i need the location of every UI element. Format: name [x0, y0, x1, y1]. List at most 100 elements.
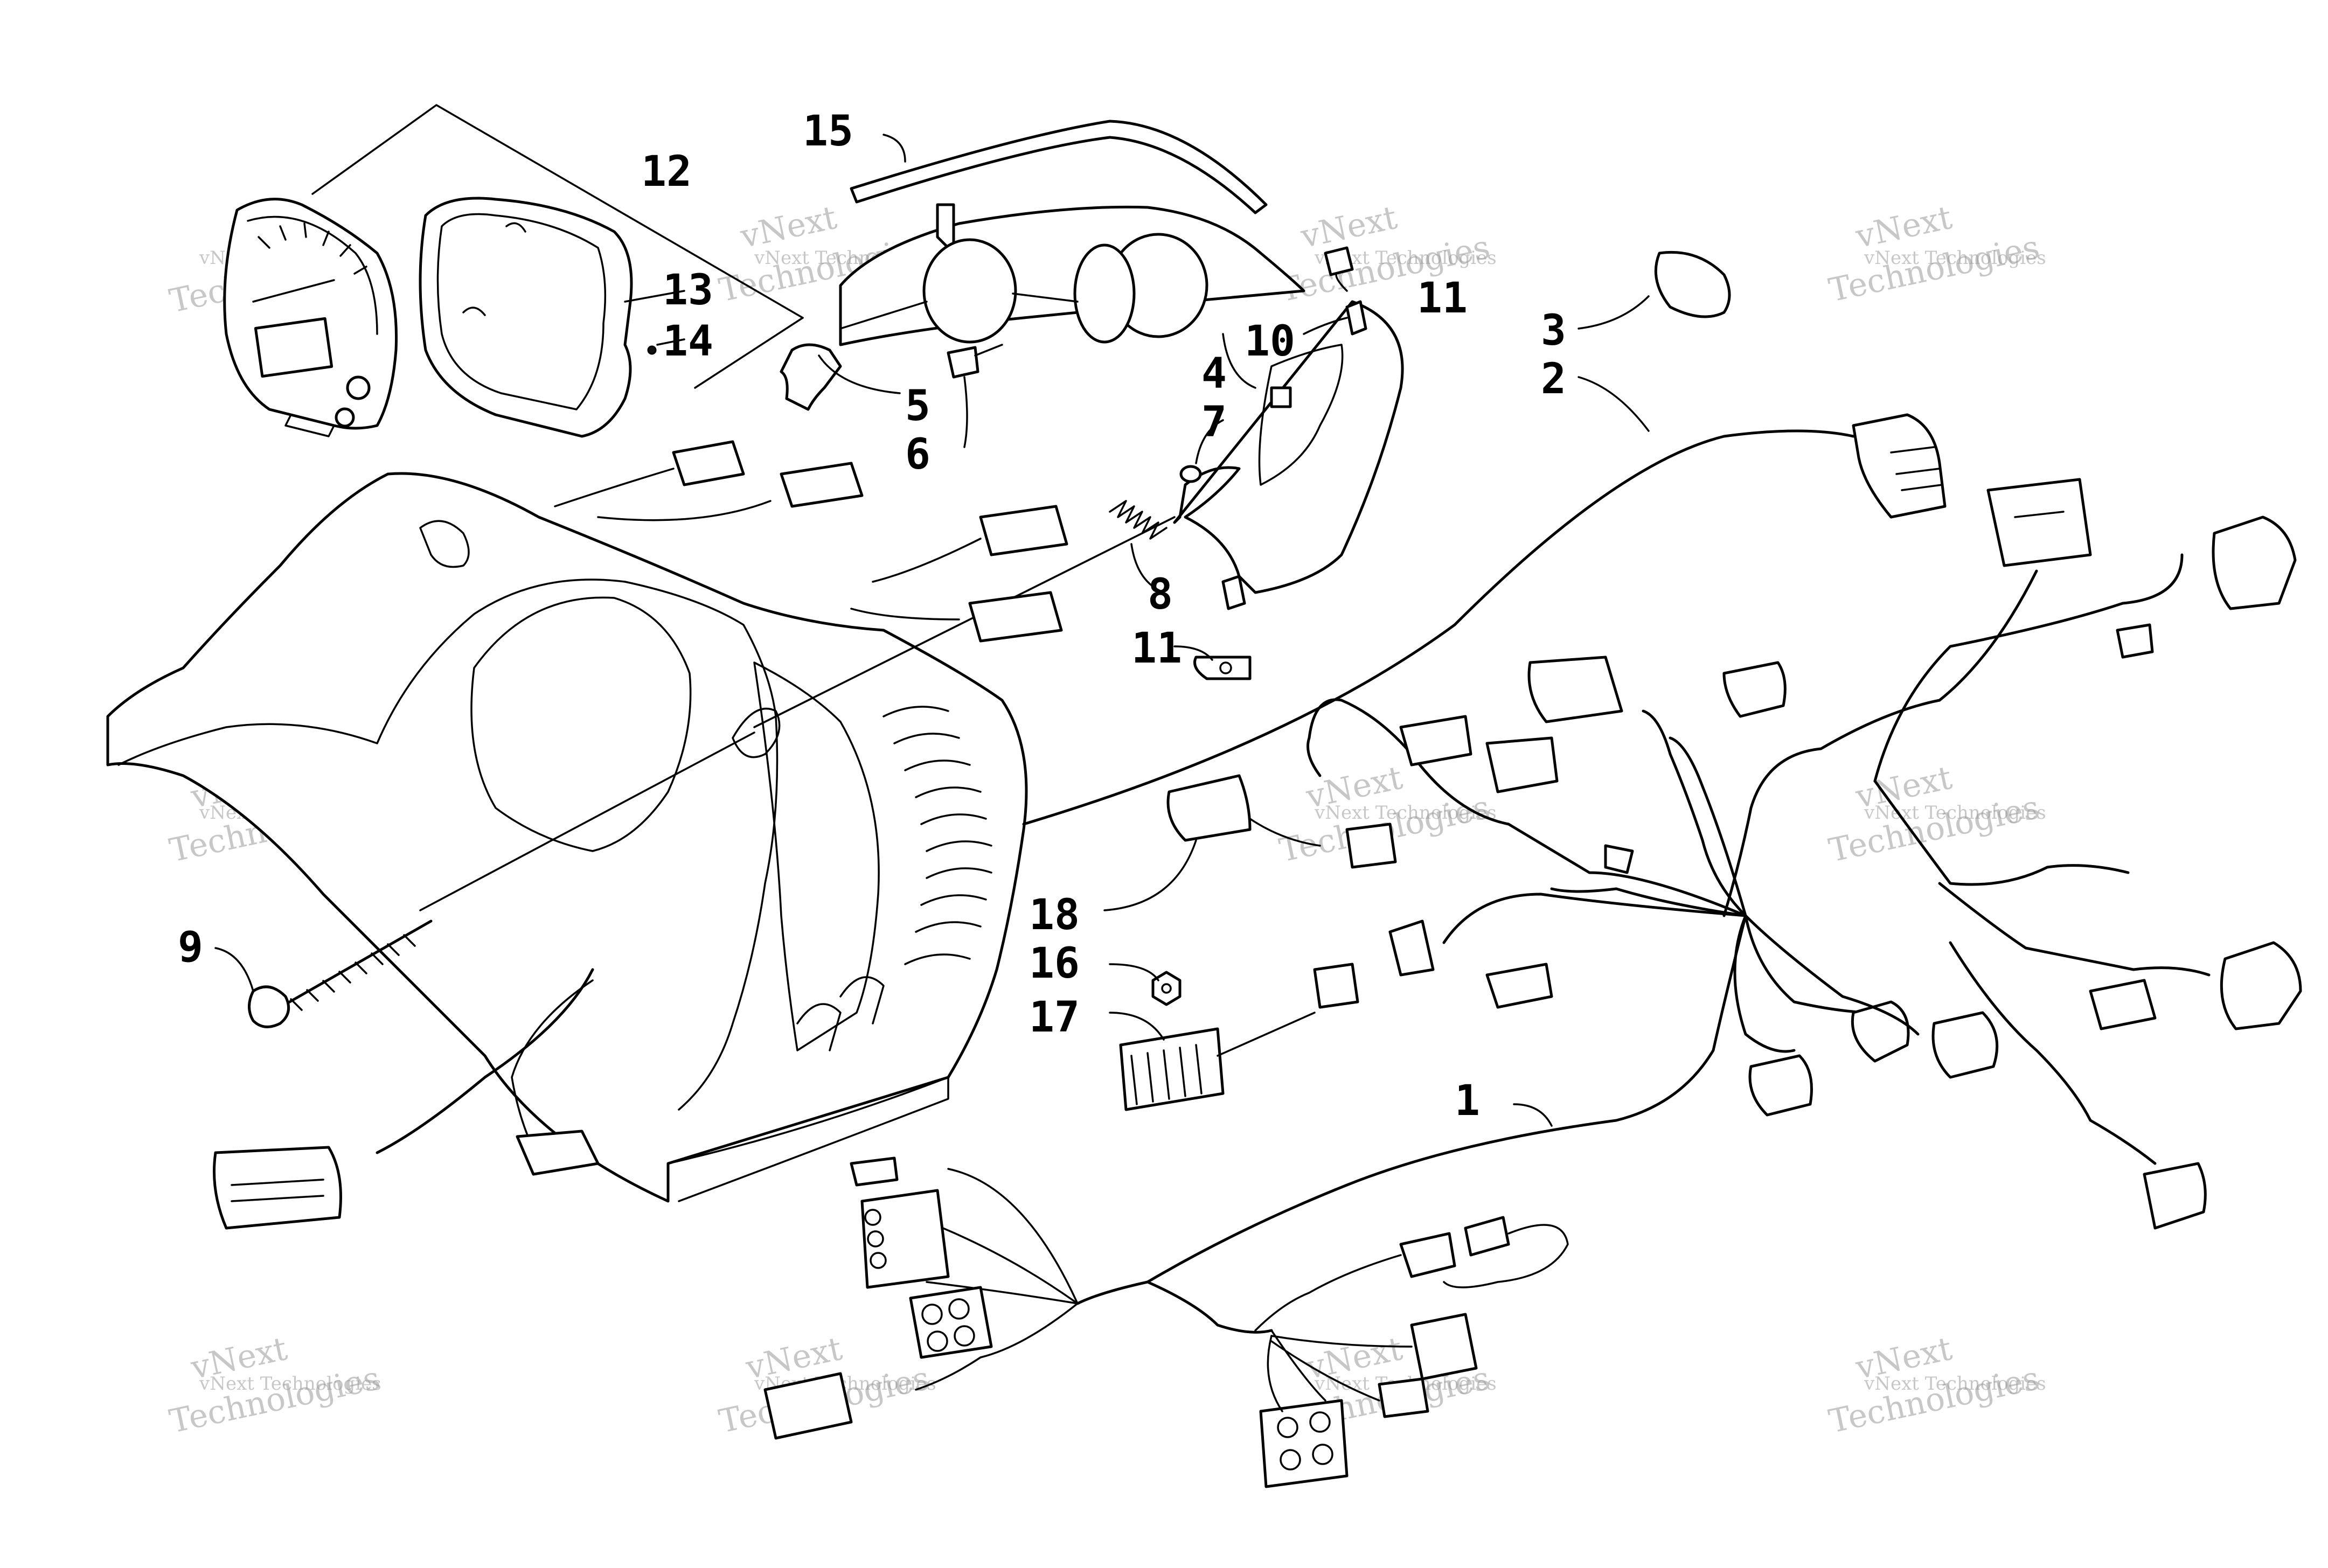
plug-pins	[1890, 446, 1943, 491]
housing-tab	[505, 222, 526, 233]
housing-inner-edge	[436, 213, 607, 410]
pin	[1345, 300, 1367, 336]
gauge-button	[335, 407, 355, 428]
multi-pin-connector	[860, 1189, 950, 1289]
connector-pin	[864, 1209, 881, 1226]
connector-pin	[1309, 1411, 1331, 1433]
harness-connector	[1527, 656, 1623, 723]
harness-wire	[1669, 736, 1747, 917]
connector-pin	[1312, 1444, 1333, 1465]
callout-leader	[1222, 333, 1256, 389]
wire	[915, 1302, 1079, 1391]
harness-connector	[2089, 979, 2157, 1030]
connector	[1399, 1232, 1456, 1278]
callout-leader	[1195, 419, 1224, 464]
harness-connector	[1399, 715, 1472, 766]
harness-wire	[1733, 914, 1796, 1053]
wire	[1249, 818, 1321, 847]
callout-13: 13	[663, 266, 713, 315]
callout-leader	[882, 134, 906, 163]
vent-slot	[926, 867, 992, 879]
ring-terminal	[1604, 844, 1634, 874]
harness-wire	[1938, 882, 2211, 977]
harness-wire	[1949, 941, 2157, 1165]
callout-leader	[1335, 274, 1348, 292]
hood-vents	[796, 706, 992, 1051]
harness-wire	[1722, 569, 2038, 917]
watermark-text: vNext Technologies	[1864, 1373, 2046, 1395]
callout-12: 12	[641, 148, 692, 196]
callout-leader	[818, 354, 901, 394]
gauge-button	[346, 375, 371, 400]
elbow-fitting	[780, 343, 842, 411]
callout-leader	[1513, 1103, 1553, 1127]
harness-connector	[2143, 1162, 2207, 1230]
gauge-dial-arc	[247, 215, 378, 335]
harness-wire	[1146, 1280, 1273, 1334]
lamp-reflector	[1173, 300, 1404, 594]
harness-connector	[1748, 1054, 1813, 1117]
bolt-assembly	[248, 919, 433, 1028]
watermark-text: vNext Technologies	[199, 1373, 381, 1395]
callout-leaders	[214, 134, 1650, 1127]
relay-connector	[1166, 774, 1252, 842]
harness-connector	[1931, 1011, 1999, 1079]
connector	[968, 591, 1063, 643]
wire	[1270, 1340, 1380, 1402]
hood-opening	[470, 596, 692, 852]
vent-slot	[904, 759, 971, 771]
lower-left-harness	[213, 968, 600, 1230]
wire	[947, 1168, 1079, 1305]
bulb-rod	[1012, 292, 1079, 303]
headlight-bulb	[1073, 243, 1136, 344]
quad-connector	[1259, 1399, 1349, 1488]
callout-7: 7	[1201, 398, 1227, 447]
reflector-window	[1258, 344, 1344, 486]
leader-lines	[419, 516, 1176, 911]
hood-side-panel	[753, 661, 880, 1051]
connector-line	[2014, 511, 2065, 518]
vent-slot	[915, 786, 982, 798]
harness-connector	[2212, 515, 2297, 610]
wire	[1270, 1335, 1413, 1348]
wire	[511, 979, 594, 1138]
vent-slot	[839, 976, 885, 1025]
callout-1: 1	[1455, 1077, 1480, 1125]
hood-lower-edge	[667, 1076, 949, 1202]
bottom-harness	[763, 1156, 1569, 1488]
callout-8: 8	[1148, 570, 1173, 619]
harness-wire	[1744, 914, 1877, 1014]
clip-hole	[1219, 661, 1232, 674]
harness-connector	[1722, 661, 1787, 718]
watermark-text: vNext Technologies	[1864, 247, 2046, 269]
instrument-cluster-group	[223, 104, 804, 438]
connector-pin	[948, 1298, 970, 1320]
vent-slot	[796, 1003, 842, 1051]
gauge-connector	[284, 414, 335, 437]
harness-wire	[1442, 893, 1747, 944]
harness-wire	[1307, 698, 1747, 917]
bolt-head	[248, 985, 290, 1028]
harness-connector	[2220, 941, 2302, 1030]
wire	[1217, 1012, 1316, 1057]
harness-wire	[1744, 914, 1920, 1036]
pin	[1221, 575, 1246, 610]
connector	[516, 1130, 600, 1176]
vent-slot	[915, 921, 982, 933]
connector-pin	[870, 1252, 887, 1269]
callout-leader	[624, 290, 685, 303]
harness-1	[1146, 515, 2302, 1284]
nut-hole	[1161, 983, 1172, 994]
vent-slot	[926, 840, 992, 852]
callout-10: 10	[1245, 317, 1295, 366]
vent-slot	[882, 706, 949, 717]
callout-leader	[656, 338, 685, 346]
callout-leader	[1173, 645, 1213, 661]
wire	[1254, 1254, 1402, 1332]
multi-pin-connector	[213, 1146, 342, 1230]
hood-cowl	[106, 472, 1028, 1203]
connector	[850, 1156, 899, 1187]
socket-stem	[974, 344, 1003, 357]
wire	[926, 1281, 1079, 1305]
